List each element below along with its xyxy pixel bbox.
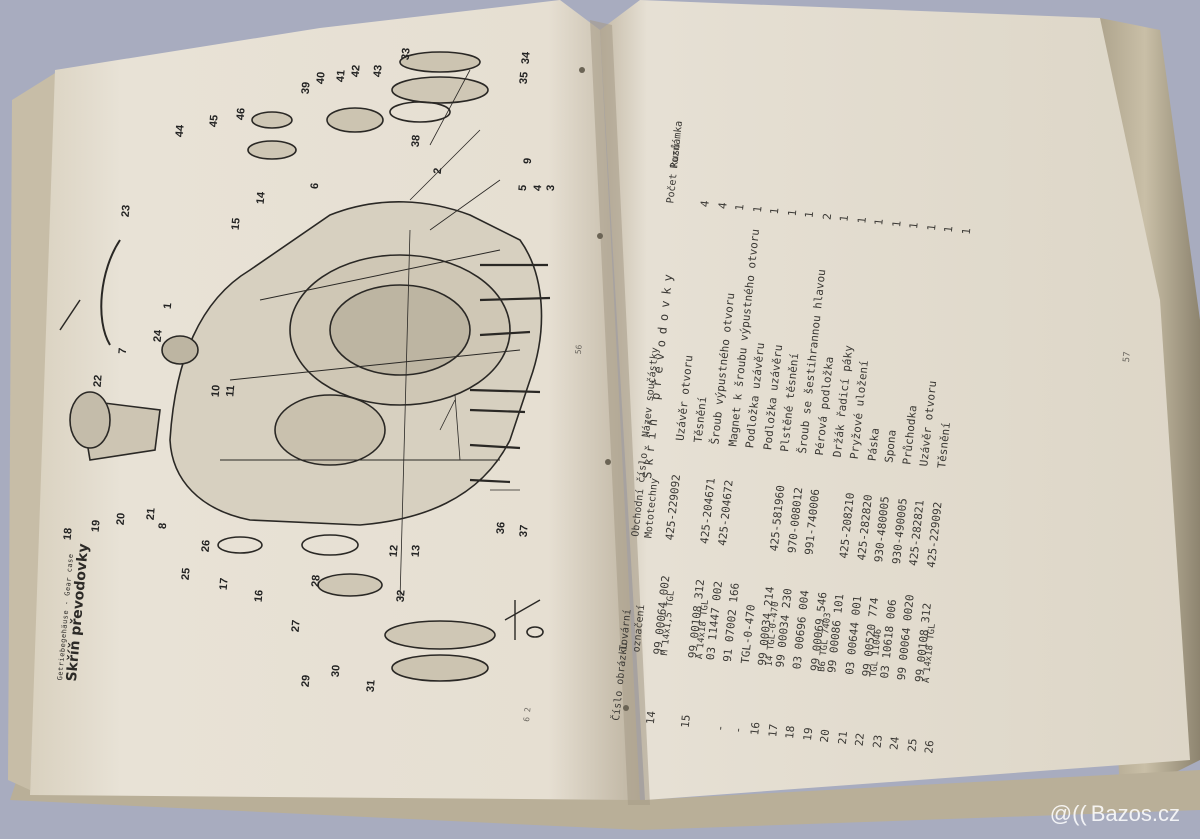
page-stack-left <box>8 70 60 790</box>
callout-29: 29 <box>299 674 313 688</box>
callout-39: 39 <box>299 81 313 95</box>
cell-qty: 1 <box>854 216 869 225</box>
callout-41: 41 <box>334 69 348 83</box>
callout-36: 36 <box>494 521 508 535</box>
callout-19: 19 <box>89 519 103 533</box>
callout-2: 2 <box>431 167 445 175</box>
callout-42: 42 <box>349 64 363 78</box>
callout-25: 25 <box>179 567 193 581</box>
callout-12: 12 <box>387 544 401 558</box>
cell-pic: 17 <box>765 723 780 738</box>
callout-30: 30 <box>329 664 343 678</box>
left-page-footer-mark: 6 2 <box>521 706 533 723</box>
cell-qty: 1 <box>837 214 852 223</box>
callout-18: 18 <box>61 527 75 541</box>
cell-pic: 25 <box>904 737 920 753</box>
callout-1: 1 <box>161 302 175 310</box>
cell-qty: 2 <box>819 212 834 221</box>
callout-33: 33 <box>399 47 413 61</box>
cell-qty: 1 <box>889 219 904 228</box>
cell-qty: 1 <box>767 207 782 216</box>
cell-pic: 16 <box>748 721 763 736</box>
callout-46: 46 <box>234 107 248 121</box>
callout-23: 23 <box>119 204 133 218</box>
callout-16: 16 <box>252 589 266 603</box>
cell-pic: 14 <box>643 710 659 725</box>
binder-hole <box>579 67 585 73</box>
cell-pic: 23 <box>870 734 885 749</box>
cell-qty: 1 <box>959 227 973 236</box>
cell-pic: 22 <box>852 732 867 747</box>
cell-pic: 26 <box>922 739 937 755</box>
callout-6: 6 <box>308 182 322 190</box>
cell-qty: 1 <box>941 225 956 234</box>
callout-45: 45 <box>207 114 221 128</box>
binder-hole <box>605 459 611 465</box>
callout-17: 17 <box>217 577 231 591</box>
cell-qty: 4 <box>698 199 712 208</box>
binder-hole <box>597 233 603 239</box>
callout-40: 40 <box>314 71 328 85</box>
callout-9: 9 <box>521 157 535 165</box>
callout-31: 31 <box>364 679 378 693</box>
callout-34: 34 <box>519 51 533 65</box>
callout-32: 32 <box>394 589 408 603</box>
cell-qty: 1 <box>924 223 939 232</box>
callout-15: 15 <box>229 217 243 231</box>
callout-20: 20 <box>114 512 128 526</box>
callout-38: 38 <box>409 134 423 148</box>
cell-qty: 1 <box>907 221 921 230</box>
callout-21: 21 <box>144 507 158 521</box>
callout-26: 26 <box>199 539 213 553</box>
callout-14: 14 <box>254 191 268 205</box>
callout-5: 5 <box>516 184 530 192</box>
callout-3: 3 <box>544 184 558 192</box>
cell-qty: 4 <box>715 201 730 210</box>
callout-13: 13 <box>409 544 423 558</box>
cell-qty: 1 <box>732 203 747 212</box>
watermark: @((Bazos.cz <box>1050 801 1180 827</box>
binder-hole <box>623 705 629 711</box>
callout-22: 22 <box>91 374 105 388</box>
callout-44: 44 <box>173 124 187 138</box>
cell-pic: 15 <box>678 714 693 729</box>
cell-qty: 1 <box>750 205 765 214</box>
callout-8: 8 <box>156 522 170 530</box>
watermark-text: Bazos.cz <box>1090 801 1180 826</box>
cell-pic: 24 <box>887 735 902 751</box>
callout-35: 35 <box>517 71 531 85</box>
cell-qty: 1 <box>802 210 817 219</box>
callout-43: 43 <box>371 64 385 78</box>
cell-pic: 19 <box>800 726 815 742</box>
cell-qty: 1 <box>872 218 886 227</box>
cell-pic: - <box>730 726 745 735</box>
callout-11: 11 <box>224 384 238 398</box>
cell-pic: 20 <box>817 728 833 744</box>
callout-7: 7 <box>116 347 130 355</box>
right-page <box>600 0 1190 800</box>
callout-37: 37 <box>517 524 531 538</box>
left-page-number: 56 <box>573 344 584 355</box>
callout-28: 28 <box>309 574 323 588</box>
cell-pic: - <box>713 724 728 733</box>
callout-27: 27 <box>289 619 303 633</box>
callout-10: 10 <box>209 384 223 398</box>
callout-24: 24 <box>151 329 165 343</box>
bazos-logo-icon: @(( <box>1049 801 1087 826</box>
callout-4: 4 <box>531 184 545 192</box>
cell-pic: 21 <box>835 730 850 746</box>
gearbox-diagram <box>59 51 551 682</box>
cell-qty: 1 <box>785 208 799 217</box>
right-page-number: 57 <box>1121 351 1133 363</box>
cell-pic: 18 <box>783 725 798 740</box>
